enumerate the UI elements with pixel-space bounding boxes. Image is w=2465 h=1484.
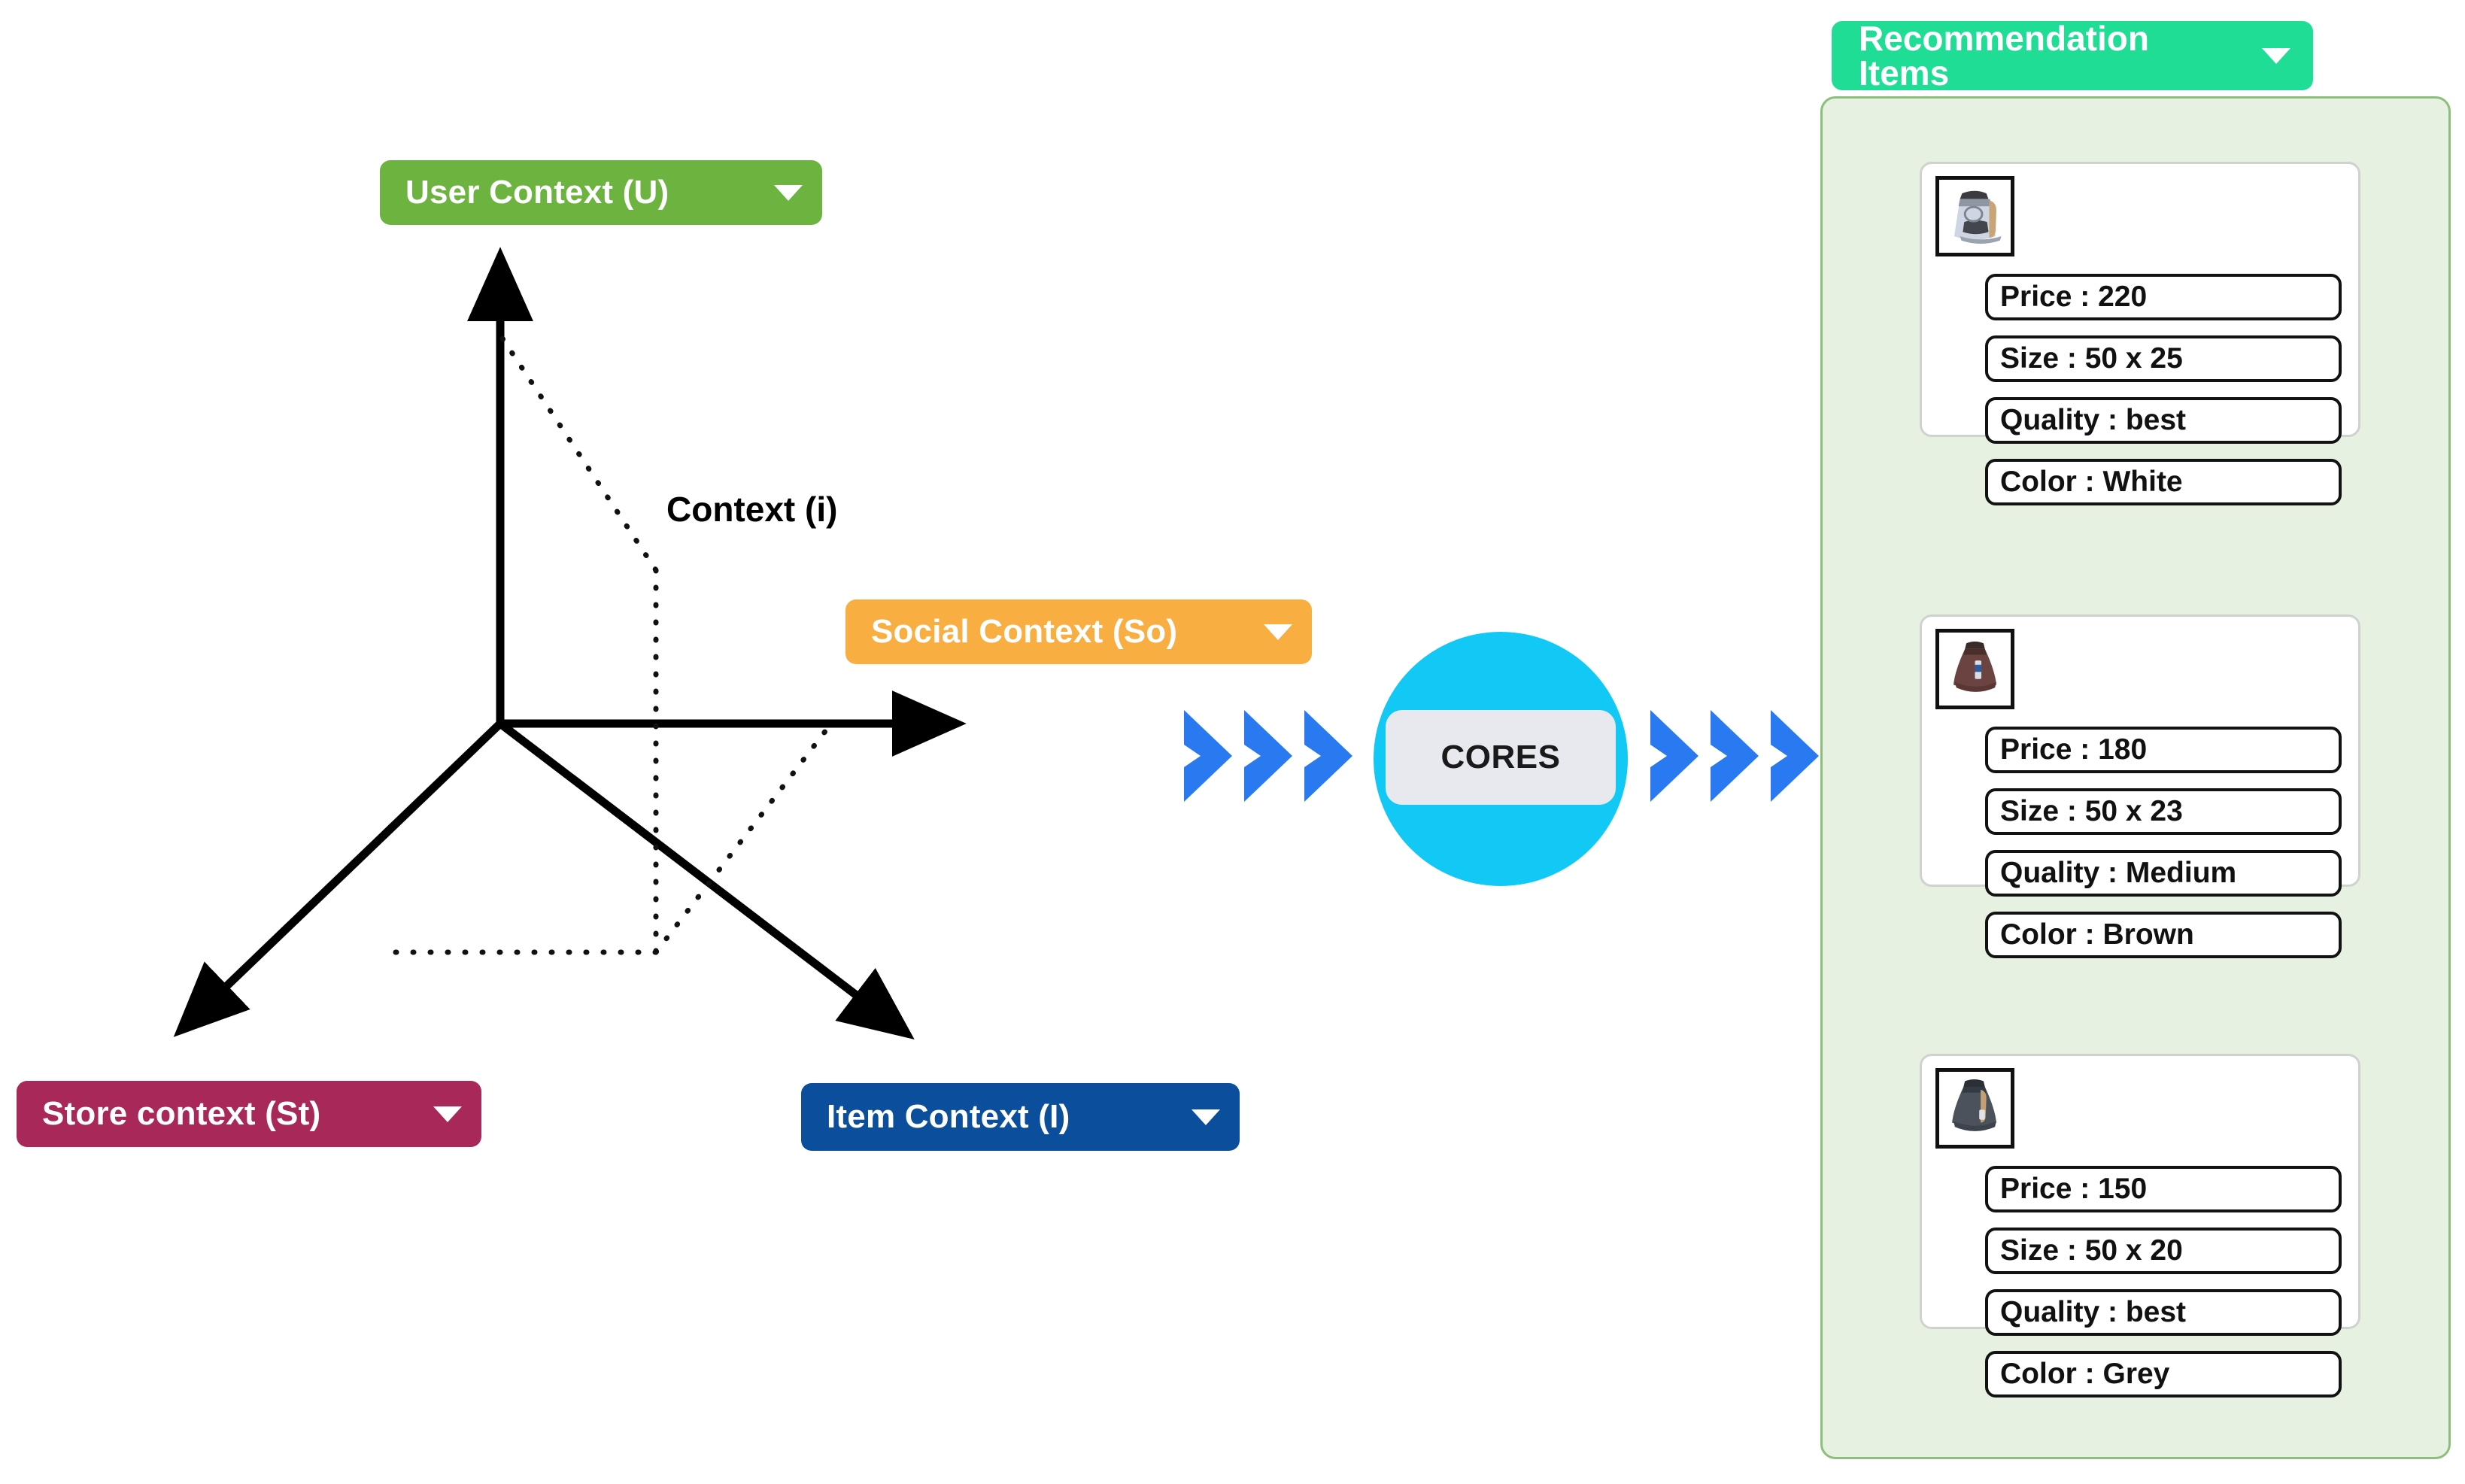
chevron-right-icon [1244,710,1292,802]
attribute-size: Size : 50 x 20 [1985,1228,2342,1274]
context-i-label: Context (i) [666,490,838,529]
attribute-quality: Quality : Medium [1985,850,2342,897]
recommendation-items-dropdown[interactable]: Recommendation Items [1832,21,2313,90]
store-context-label: Store context (St) [42,1095,321,1132]
social-context-label: Social Context (So) [871,613,1178,650]
recommendation-items-label: Recommendation Items [1859,19,2149,93]
cores-engine-node[interactable]: CORES [1374,632,1628,886]
attribute-list: Price : 220 Size : 50 x 25 Quality : bes… [1985,274,2342,505]
item-context-label: Item Context (I) [827,1098,1070,1135]
thermos-flask-grey-icon [1935,1068,2014,1149]
attribute-quality: Quality : best [1985,1289,2342,1336]
chevron-down-icon [433,1106,462,1122]
recommendation-card[interactable]: Price : 150 Size : 50 x 20 Quality : bes… [1920,1054,2360,1398]
axis-item [497,720,915,1040]
recommendation-card[interactable]: Price : 180 Size : 50 x 23 Quality : Med… [1920,615,2360,958]
context-projection-lines [377,335,834,955]
attribute-list: Price : 150 Size : 50 x 20 Quality : bes… [1985,1166,2342,1398]
chevron-down-icon [774,184,803,201]
chevron-right-icon [1184,710,1232,802]
attribute-list: Price : 180 Size : 50 x 23 Quality : Med… [1985,727,2342,958]
attribute-price: Price : 180 [1985,727,2342,773]
axis-store [173,721,503,1037]
attribute-size: Size : 50 x 23 [1985,788,2342,835]
chevron-down-icon [1192,1109,1220,1125]
chevron-right-icon [1650,710,1698,802]
user-context-dropdown[interactable]: User Context (U) [380,160,822,225]
recommendation-card[interactable]: Price : 220 Size : 50 x 25 Quality : bes… [1920,162,2360,505]
item-context-dropdown[interactable]: Item Context (I) [801,1083,1240,1151]
chevron-down-icon [1264,624,1292,640]
flow-arrows-right [1647,707,1823,805]
attribute-color: Color : White [1985,459,2342,505]
thermos-flask-brown-icon [1935,629,2014,709]
attribute-color: Color : Grey [1985,1351,2342,1398]
attribute-quality: Quality : best [1985,397,2342,444]
thermos-flask-white-icon [1935,176,2014,256]
attribute-color: Color : Brown [1985,912,2342,958]
chevron-right-icon [1711,710,1759,802]
user-context-label: User Context (U) [405,174,669,211]
attribute-price: Price : 150 [1985,1166,2342,1212]
chevron-down-icon [2262,47,2290,64]
cores-label-band: CORES [1386,710,1616,805]
cores-label: CORES [1440,739,1561,775]
chevron-right-icon [1771,710,1819,802]
flow-arrows-left [1181,707,1357,805]
recommendation-items-panel: Price : 220 Size : 50 x 25 Quality : bes… [1820,96,2451,1459]
attribute-price: Price : 220 [1985,274,2342,320]
chevron-right-icon [1304,710,1352,802]
store-context-dropdown[interactable]: Store context (St) [17,1081,481,1147]
social-context-dropdown[interactable]: Social Context (So) [845,599,1312,664]
attribute-size: Size : 50 x 25 [1985,335,2342,382]
context-axes-diagram [173,247,967,1040]
